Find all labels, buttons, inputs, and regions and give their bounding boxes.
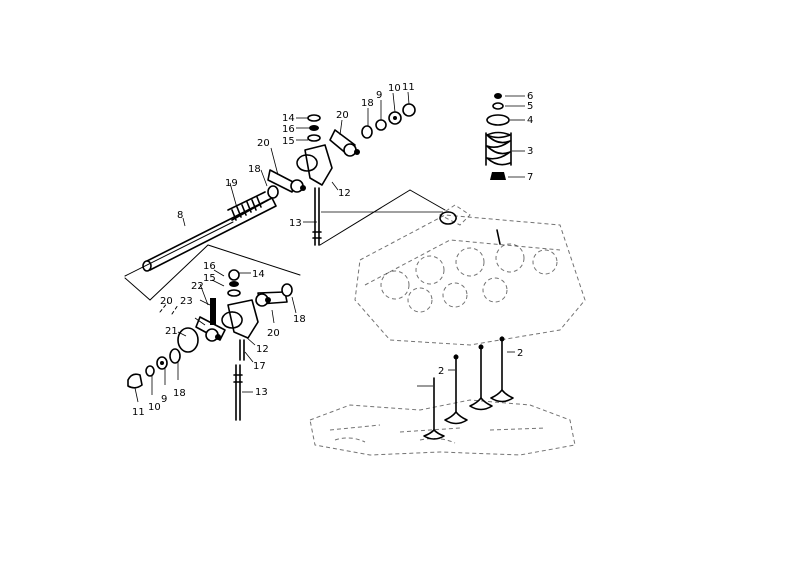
callout-18-lower-left: 18 <box>173 388 186 399</box>
valve-4 <box>490 336 514 403</box>
callout-18-left: 18 <box>248 164 261 175</box>
callout-15-lower: 15 <box>203 273 216 284</box>
callout-8: 8 <box>177 210 183 221</box>
callout-14-lower: 14 <box>252 269 265 280</box>
callout-9-lower: 9 <box>161 394 167 405</box>
callout-14-top: 14 <box>282 113 295 124</box>
callout-12-lower: 12 <box>256 344 269 355</box>
callout-7: 7 <box>527 172 533 183</box>
valve-2 <box>444 354 468 425</box>
callout-19: 19 <box>225 178 238 189</box>
callout-22: 22 <box>191 281 204 292</box>
callout-18-top: 18 <box>361 98 374 109</box>
callout-labels: 6 5 4 3 7 11 10 9 18 20 14 16 15 20 18 1… <box>132 82 533 418</box>
callout-20-top: 20 <box>336 110 349 121</box>
callout-20-lower: 20 <box>160 296 173 307</box>
valve-3 <box>469 344 493 411</box>
callout-4: 4 <box>527 115 533 126</box>
callout-17: 17 <box>253 361 266 372</box>
callout-9-top: 9 <box>376 90 382 101</box>
valve-group <box>417 336 515 440</box>
callout-18-lower-right: 18 <box>293 314 306 325</box>
engine-block <box>309 399 576 456</box>
callout-21: 21 <box>165 326 178 337</box>
callout-16-top: 16 <box>282 124 295 135</box>
callout-13-lower: 13 <box>255 387 268 398</box>
callout-6: 6 <box>527 91 533 102</box>
callout-23: 23 <box>180 296 193 307</box>
callout-11-top: 11 <box>402 82 415 93</box>
callout-20-lower-right: 20 <box>267 328 280 339</box>
callout-12-top: 12 <box>338 188 351 199</box>
callout-5: 5 <box>527 101 533 112</box>
callout-16-lower: 16 <box>203 261 216 272</box>
valve-1 <box>423 377 445 440</box>
lower-rocker-assembly <box>124 244 301 421</box>
callout-11-lower: 11 <box>132 407 145 418</box>
callout-20-left: 20 <box>257 138 270 149</box>
valve-spring-assembly <box>485 93 525 180</box>
callout-15-top: 15 <box>282 136 295 147</box>
callout-2-left: 2 <box>438 366 444 377</box>
cylinder-head <box>354 204 586 346</box>
callout-3: 3 <box>527 146 533 157</box>
upper-rocker-assembly <box>124 91 446 277</box>
callout-10-lower: 10 <box>148 402 161 413</box>
callout-13-top: 13 <box>289 218 302 229</box>
callout-2-right: 2 <box>517 348 523 359</box>
callout-10-top: 10 <box>388 83 401 94</box>
